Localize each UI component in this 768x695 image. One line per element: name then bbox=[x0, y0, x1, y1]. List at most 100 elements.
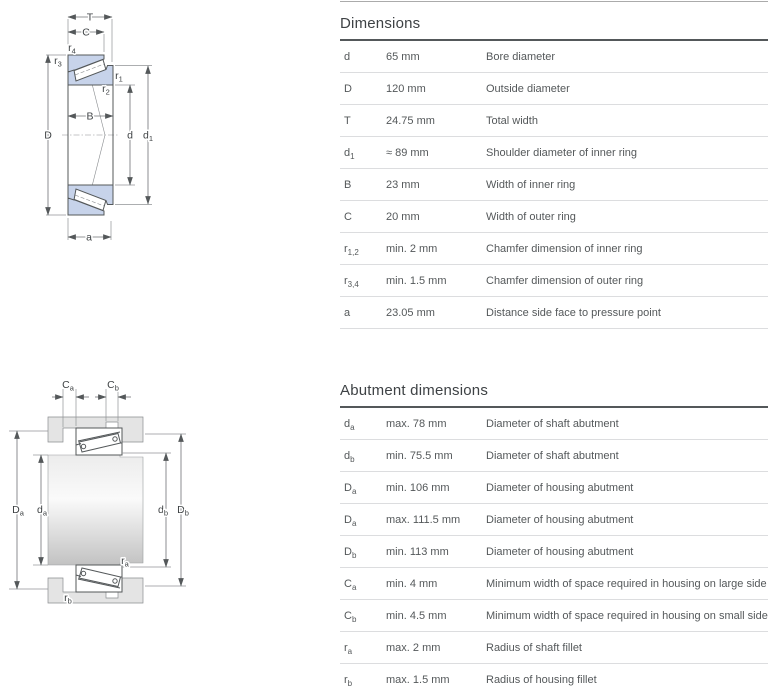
table-row: Da min. 106 mm Diameter of housing abutmen… bbox=[340, 472, 768, 504]
dimension-value: min. 1.5 mm bbox=[386, 274, 447, 287]
dimension-description: Diameter of housing abutment bbox=[486, 513, 634, 526]
dimension-symbol: a bbox=[344, 306, 351, 319]
table-row: B 23 mm Width of inner ring bbox=[340, 169, 768, 201]
table-row: rb max. 1.5 mm Radius of housing fillet bbox=[340, 664, 768, 695]
dimension-value: max. 111.5 mm bbox=[386, 513, 461, 526]
dim-label-db: db bbox=[158, 504, 168, 518]
table-row: da max. 78 mm Diameter of shaft abutment bbox=[340, 408, 768, 440]
dimension-description: Outside diameter bbox=[486, 82, 570, 95]
dimension-description: Shoulder diameter of inner ring bbox=[486, 146, 638, 159]
bearing-cross-section-diagram: T C B D d d1 a r4 r3 bbox=[43, 10, 155, 245]
dimension-value: max. 2 mm bbox=[386, 641, 441, 654]
dim-label-da: da bbox=[37, 504, 48, 518]
dim-label-Ca: Ca bbox=[62, 379, 75, 393]
dimension-value: 23.05 mm bbox=[386, 306, 435, 319]
dimension-description: Width of outer ring bbox=[486, 210, 576, 223]
dim-label-C: C bbox=[82, 27, 90, 39]
table-row: r1,2 min. 2 mm Chamfer dimension of inner … bbox=[340, 233, 768, 265]
dimension-value: 24.75 mm bbox=[386, 114, 435, 127]
dimension-symbol: r1,2 bbox=[344, 242, 359, 257]
abutment-dimensions-diagram: Ca Cb Da da db bbox=[9, 378, 190, 607]
dim-label-r4: r4 bbox=[68, 42, 76, 56]
dim-label-Da: Da bbox=[12, 504, 25, 518]
dimension-description: Distance side face to pressure point bbox=[486, 306, 661, 319]
table-row: Da max. 111.5 mm Diameter of housing abutm… bbox=[340, 504, 768, 536]
dim-label-rb: rb bbox=[64, 592, 72, 606]
abutment-dimensions-section: Abutment dimensions da max. 78 mm Diameter… bbox=[340, 375, 768, 695]
dimension-description: Width of inner ring bbox=[486, 178, 576, 191]
dimension-value: min. 4.5 mm bbox=[386, 609, 447, 622]
table-row: D 120 mm Outside diameter bbox=[340, 73, 768, 105]
table-row: db min. 75.5 mm Diameter of shaft abutment bbox=[340, 440, 768, 472]
dimension-symbol: da bbox=[344, 417, 355, 432]
dimension-symbol: r3,4 bbox=[344, 274, 359, 289]
table-row: C 20 mm Width of outer ring bbox=[340, 201, 768, 233]
dimension-description: Radius of shaft fillet bbox=[486, 641, 582, 654]
dimension-value: 65 mm bbox=[386, 50, 420, 63]
dim-label-r2: r2 bbox=[102, 83, 110, 97]
table-row: Cb min. 4.5 mm Minimum width of space requ… bbox=[340, 600, 768, 632]
dimension-symbol: Cb bbox=[344, 609, 357, 624]
dimension-symbol: Da bbox=[344, 513, 357, 528]
dimension-description: Diameter of shaft abutment bbox=[486, 417, 619, 430]
dimension-description: Radius of housing fillet bbox=[486, 673, 597, 686]
dimension-description: Diameter of housing abutment bbox=[486, 545, 634, 558]
dimension-description: Diameter of housing abutment bbox=[486, 481, 634, 494]
table-row: Db min. 113 mm Diameter of housing abutmen… bbox=[340, 536, 768, 568]
table-row: a 23.05 mm Distance side face to pressure … bbox=[340, 297, 768, 329]
table-row: d 65 mm Bore diameter bbox=[340, 41, 768, 73]
dimension-description: Bore diameter bbox=[486, 50, 556, 63]
dimension-value: min. 75.5 mm bbox=[386, 449, 453, 462]
dimension-symbol: Db bbox=[344, 545, 357, 560]
dim-label-r1: r1 bbox=[115, 70, 123, 84]
dimension-value: 120 mm bbox=[386, 82, 426, 95]
dim-label-Db: Db bbox=[177, 504, 189, 518]
table-row: T 24.75 mm Total width bbox=[340, 105, 768, 137]
dimension-description: Chamfer dimension of inner ring bbox=[486, 242, 643, 255]
dim-label-a: a bbox=[86, 232, 92, 244]
dimension-symbol: Da bbox=[344, 481, 357, 496]
dimension-description: Total width bbox=[486, 114, 538, 127]
table-row: r3,4 min. 1.5 mm Chamfer dimension of oute… bbox=[340, 265, 768, 297]
dimension-description: Minimum width of space required in housi… bbox=[486, 577, 768, 590]
dimension-value: ≈ 89 mm bbox=[386, 146, 429, 159]
dimension-symbol: T bbox=[344, 114, 351, 127]
dimension-symbol: ra bbox=[344, 641, 353, 656]
dimension-symbol: B bbox=[344, 178, 352, 191]
dimension-value: 20 mm bbox=[386, 210, 420, 223]
table-row: Ca min. 4 mm Minimum width of space requir… bbox=[340, 568, 768, 600]
dimensions-section-title: Dimensions bbox=[340, 8, 768, 41]
top-divider bbox=[340, 1, 768, 2]
dimension-value: max. 1.5 mm bbox=[386, 673, 450, 686]
dim-label-Cb: Cb bbox=[107, 379, 119, 393]
dimension-value: min. 113 mm bbox=[386, 545, 449, 558]
dim-label-r3: r3 bbox=[54, 55, 62, 69]
dimension-symbol: Ca bbox=[344, 577, 357, 592]
dimension-value: min. 2 mm bbox=[386, 242, 438, 255]
dim-label-ra: ra bbox=[121, 555, 130, 569]
dimension-symbol: rb bbox=[344, 673, 353, 688]
dimension-value: 23 mm bbox=[386, 178, 420, 191]
dimension-value: min. 106 mm bbox=[386, 481, 450, 494]
dim-label-T: T bbox=[87, 12, 94, 24]
abutment-section-title: Abutment dimensions bbox=[340, 375, 768, 408]
dimension-symbol: D bbox=[344, 82, 352, 95]
dimension-value: min. 4 mm bbox=[386, 577, 438, 590]
dimension-symbol: db bbox=[344, 449, 355, 464]
dim-label-d: d bbox=[127, 130, 133, 142]
dimension-symbol: d1 bbox=[344, 146, 355, 161]
dimension-symbol: C bbox=[344, 210, 352, 223]
dimension-symbol: d bbox=[344, 50, 351, 63]
table-row: d1 ≈ 89 mm Shoulder diameter of inner ring bbox=[340, 137, 768, 169]
dim-label-D: D bbox=[44, 130, 52, 142]
dimension-description: Diameter of shaft abutment bbox=[486, 449, 619, 462]
dim-label-d1: d1 bbox=[143, 130, 153, 144]
dimension-value: max. 78 mm bbox=[386, 417, 447, 430]
table-row: ra max. 2 mm Radius of shaft fillet bbox=[340, 632, 768, 664]
dimension-description: Minimum width of space required in housi… bbox=[486, 609, 768, 622]
dimension-description: Chamfer dimension of outer ring bbox=[486, 274, 644, 287]
